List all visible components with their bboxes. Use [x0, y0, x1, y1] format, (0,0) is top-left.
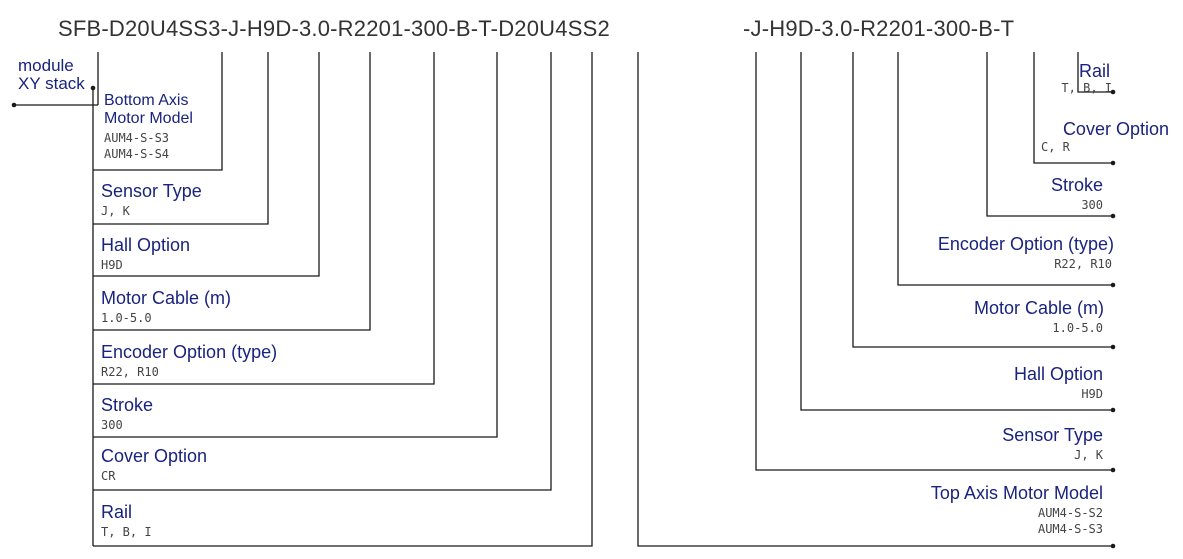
part-number-right: -J-H9D-3.0-R2201-300-B-T — [743, 16, 1015, 41]
leader-right-cover-option — [1033, 52, 1113, 164]
left-label-title-cover-option: Cover Option — [101, 446, 208, 466]
leader-left-rail — [93, 52, 593, 547]
leader-left-motor-cable — [93, 52, 371, 331]
endpoint-dot — [1110, 89, 1116, 95]
left-label-title-stroke: Stroke — [101, 395, 154, 415]
left-label-title-rail: Rail — [101, 502, 133, 522]
module-label-line1: module — [18, 56, 74, 75]
leader-right-encoder-option — [897, 52, 1113, 286]
endpoint-dot — [1110, 282, 1116, 288]
right-label-values-sensor-type: J, K — [1074, 448, 1103, 462]
leader-left-sensor-type — [93, 52, 269, 225]
endpoint-dot — [1110, 344, 1116, 350]
left-label-values-hall-option: H9D — [101, 258, 123, 272]
endpoint-dot — [90, 85, 96, 91]
right-label-values-top-axis-motor: AUM4-S-S2 AUM4-S-S3 — [1037, 506, 1103, 536]
endpoint-dot — [1110, 213, 1116, 219]
endpoint-dot — [1110, 160, 1116, 166]
left-label-title-sensor-type: Sensor Type — [101, 181, 202, 201]
leader-right-hall-option — [800, 52, 1113, 411]
right-label-title-stroke: Stroke — [1050, 175, 1103, 195]
leader-left-bottom-axis-motor — [93, 52, 223, 171]
left-label-title-hall-option: Hall Option — [101, 235, 191, 255]
right-label-title-cover-option: Cover Option — [1062, 119, 1169, 139]
leader-right-sensor-type — [755, 52, 1113, 471]
left-label-values-bottom-axis-motor: AUM4-S-S3 AUM4-S-S4 — [104, 131, 170, 161]
leader-right-stroke — [986, 52, 1113, 217]
right-label-values-hall-option: H9D — [1081, 387, 1103, 401]
right-label-values-stroke: 300 — [1081, 198, 1103, 212]
right-label-values-encoder-option: R22, R10 — [1054, 257, 1112, 271]
leader-left-stroke — [93, 52, 498, 438]
endpoint-dot — [1110, 543, 1116, 549]
right-label-values-motor-cable: 1.0-5.0 — [1052, 321, 1103, 335]
left-label-values-sensor-type: J, K — [101, 204, 130, 218]
leader-left-cover-option — [93, 52, 552, 491]
leader-right-motor-cable — [852, 52, 1113, 348]
endpoint-dot — [1110, 467, 1116, 473]
left-label-title-motor-cable: Motor Cable (m) — [101, 288, 232, 308]
right-label-values-cover-option: C, R — [1041, 140, 1070, 154]
left-label-values-rail: T, B, I — [101, 525, 152, 539]
right-label-title-rail: Rail — [1078, 61, 1110, 81]
right-label-title-motor-cable: Motor Cable (m) — [973, 298, 1104, 318]
leader-right-rail — [1077, 52, 1113, 93]
leader-left-hall-option — [93, 52, 320, 277]
module-label-line2: XY stack — [18, 74, 85, 93]
right-label-title-hall-option: Hall Option — [1013, 364, 1103, 384]
module-label: module XY stack — [18, 57, 85, 93]
right-label-values-rail: T, B, I — [1061, 81, 1112, 95]
left-label-values-cover-option: CR — [101, 469, 116, 483]
part-number-left: SFB-D20U4SS3-J-H9D-3.0-R2201-300-B-T-D20… — [58, 16, 610, 41]
leader-left-encoder-option — [93, 52, 435, 385]
left-label-values-encoder-option: R22, R10 — [101, 365, 159, 379]
left-label-title-encoder-option: Encoder Option (type) — [101, 342, 278, 362]
left-label-title-bottom-axis-motor: Bottom Axis Motor Model — [104, 92, 193, 127]
right-label-title-encoder-option: Encoder Option (type) — [937, 234, 1114, 254]
left-label-values-motor-cable: 1.0-5.0 — [101, 311, 152, 325]
left-label-values-stroke: 300 — [101, 418, 123, 432]
leader-right-top-axis-motor — [637, 52, 1113, 547]
endpoint-dot — [11, 102, 17, 108]
right-label-title-top-axis-motor: Top Axis Motor Model — [930, 483, 1103, 503]
endpoint-dot — [1110, 407, 1116, 413]
right-label-title-sensor-type: Sensor Type — [1002, 425, 1103, 445]
